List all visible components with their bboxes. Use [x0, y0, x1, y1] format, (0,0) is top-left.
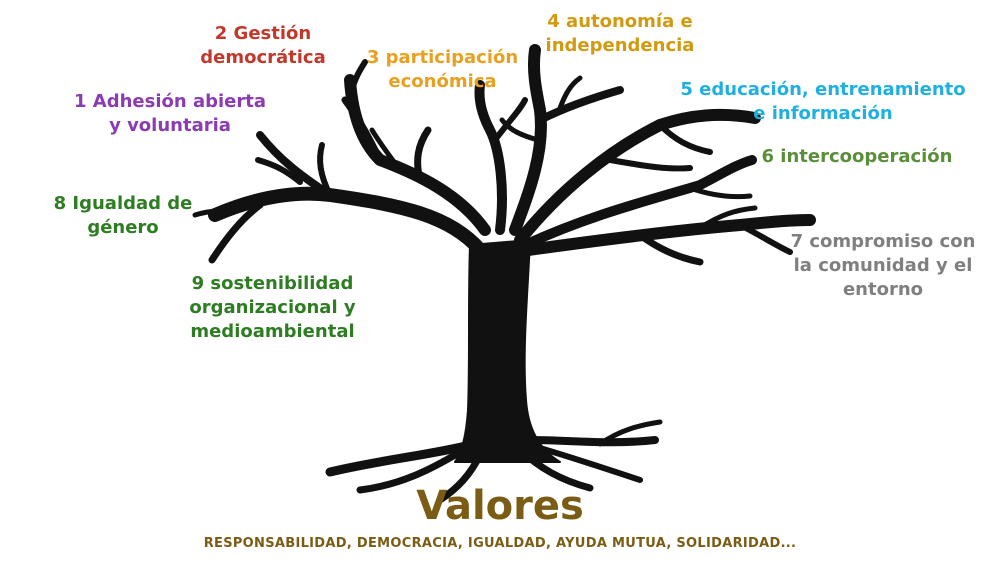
- principle-5-line-1: 5 educación, entrenamiento: [680, 79, 966, 100]
- principle-7-line-3: entorno: [842, 279, 924, 300]
- principle-4-line-1: 4 autonomía e: [547, 11, 693, 32]
- principle-9-line-3: medioambiental: [190, 321, 355, 342]
- principle-2: 2 Gestión democrática: [188, 22, 338, 70]
- principle-7-line-2: la comunidad y el: [793, 255, 973, 276]
- principle-7-line-1: 7 compromiso con: [790, 231, 976, 252]
- principle-8-line-2: género: [87, 217, 159, 238]
- principle-1-line-1: 1 Adhesión abierta: [74, 91, 266, 112]
- principle-9: 9 sostenibilidad organizacional y medioa…: [175, 272, 370, 344]
- principle-5: 5 educación, entrenamiento e información: [668, 78, 978, 126]
- principle-4: 4 autonomía e independencia: [520, 10, 720, 58]
- principle-3: 3 participación económica: [355, 46, 530, 94]
- principle-9-line-2: organizacional y: [189, 297, 356, 318]
- principle-2-line-1: 2 Gestión: [214, 23, 312, 44]
- principle-2-line-2: democrática: [200, 47, 326, 68]
- principle-8: 8 Igualdad de género: [38, 192, 208, 240]
- values-list: RESPONSABILIDAD, DEMOCRACIA, IGUALDAD, A…: [203, 536, 797, 551]
- principle-1: 1 Adhesión abierta y voluntaria: [60, 90, 280, 138]
- principle-9-line-1: 9 sostenibilidad: [191, 273, 354, 294]
- diagram-title: Valores: [416, 483, 584, 529]
- principle-3-line-2: económica: [388, 71, 497, 92]
- principle-3-line-1: 3 participación: [366, 47, 519, 68]
- principle-8-line-1: 8 Igualdad de: [53, 193, 193, 214]
- principle-1-line-2: y voluntaria: [109, 115, 231, 136]
- principle-6-line-1: 6 intercooperación: [761, 146, 953, 167]
- principle-5-line-2: e información: [753, 103, 893, 124]
- principle-7: 7 compromiso con la comunidad y el entor…: [778, 230, 988, 302]
- principle-6: 6 intercooperación: [752, 145, 962, 169]
- principle-4-line-2: independencia: [545, 35, 695, 56]
